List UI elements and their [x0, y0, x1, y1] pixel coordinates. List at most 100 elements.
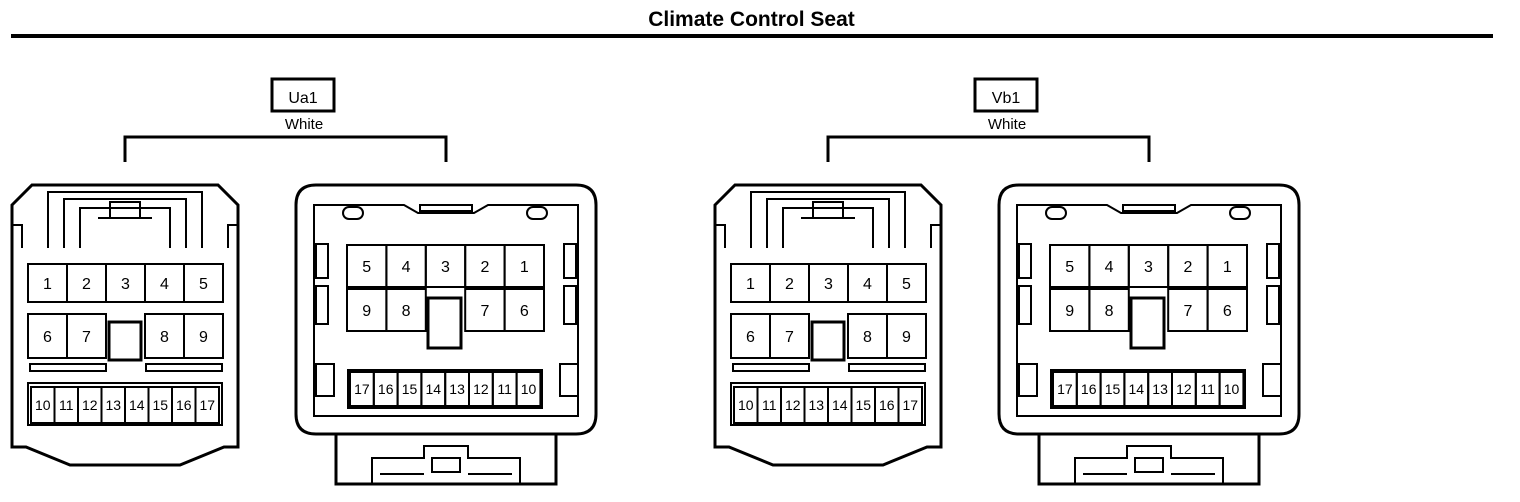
pin-label: 1	[43, 276, 52, 293]
male-housing	[10, 183, 240, 467]
pin-label: 1	[520, 259, 529, 276]
pin-label: 9	[362, 303, 371, 320]
pin-label: 12	[785, 397, 801, 413]
pin-label: 14	[129, 397, 145, 413]
key-slot	[426, 296, 463, 350]
pin-label: 6	[746, 329, 755, 346]
pin-cell	[385, 288, 427, 332]
pin-label: 11	[497, 381, 512, 397]
pin-label: 5	[902, 276, 911, 293]
connector-color: White	[285, 116, 323, 133]
pin-label: 5	[199, 276, 208, 293]
pin-cell	[503, 288, 546, 332]
bottom-latch-tab	[1134, 457, 1164, 473]
pin-label: 13	[1152, 381, 1168, 397]
latch-tab	[109, 201, 141, 219]
pin-label: 3	[441, 259, 450, 276]
pin-label: 1	[1223, 259, 1232, 276]
male-housing	[713, 183, 943, 467]
pin-label: 1	[746, 276, 755, 293]
latch-outline	[63, 198, 187, 248]
pin-label: 10	[35, 397, 51, 413]
pin-label: 8	[863, 329, 872, 346]
top-notch	[1122, 204, 1176, 212]
pin-label: 7	[1183, 303, 1192, 320]
female-housing	[997, 183, 1301, 436]
latch-tab	[812, 201, 844, 219]
bottom-latch	[1074, 445, 1224, 484]
pin-label: 6	[520, 303, 529, 320]
pin-label: 13	[449, 381, 465, 397]
side-notch	[315, 243, 329, 279]
connector-code: Vb1	[992, 90, 1021, 107]
pin-row-frame	[1050, 369, 1246, 409]
pin-cell	[1218, 371, 1245, 407]
bottom-latch	[371, 445, 521, 484]
pin-label: 3	[824, 276, 833, 293]
diagram-title: Climate Control Seat	[648, 8, 855, 31]
pin-label: 2	[1183, 259, 1192, 276]
mount-hole	[1229, 206, 1251, 220]
pin-label: 15	[1105, 381, 1121, 397]
pin-label: 12	[473, 381, 489, 397]
pin-cell	[886, 263, 927, 303]
connector-color: White	[988, 116, 1026, 133]
female-inner-frame	[313, 204, 579, 417]
pin-cell	[183, 313, 224, 359]
latch-outline	[766, 198, 890, 248]
pin-cell	[66, 313, 107, 359]
housing-detail	[12, 224, 23, 248]
pin-label: 13	[808, 397, 824, 413]
pin-label: 12	[82, 397, 98, 413]
pin-label: 17	[354, 381, 370, 397]
key-slot	[810, 320, 846, 362]
divider-bar	[29, 363, 107, 372]
pin-label: 17	[902, 397, 918, 413]
connector-code-box	[973, 77, 1039, 113]
housing-detail	[227, 224, 238, 248]
pin-label: 15	[402, 381, 418, 397]
side-notch	[1018, 243, 1032, 279]
pin-cell	[897, 386, 923, 424]
pin-label: 6	[1223, 303, 1232, 320]
pin-label: 17	[199, 397, 215, 413]
pin-label: 16	[879, 397, 895, 413]
bottom-latch-housing	[1037, 434, 1261, 486]
pin-label: 9	[199, 329, 208, 346]
side-notch	[315, 285, 329, 325]
side-notch	[1018, 285, 1032, 325]
pin-label: 8	[402, 303, 411, 320]
pin-label: 2	[785, 276, 794, 293]
pin-label: 15	[855, 397, 871, 413]
pin-row-frame	[347, 369, 543, 409]
pin-label: 11	[59, 397, 74, 413]
side-notch	[563, 285, 577, 325]
latch-outline	[47, 191, 203, 248]
pin-label: 4	[1105, 259, 1114, 276]
pin-label: 12	[1176, 381, 1192, 397]
side-notch	[1266, 285, 1280, 325]
pin-cell	[1088, 288, 1130, 332]
mount-hole	[1045, 206, 1067, 220]
side-notch	[1262, 363, 1282, 397]
side-notch	[315, 363, 335, 397]
pin-label: 11	[1200, 381, 1215, 397]
female-inner-frame	[1016, 204, 1282, 417]
side-notch	[559, 363, 579, 397]
pin-label: 5	[1065, 259, 1074, 276]
divider-bar	[848, 363, 926, 372]
side-notch	[563, 243, 577, 279]
pin-label: 4	[863, 276, 872, 293]
pin-cell	[886, 313, 927, 359]
pin-label: 16	[378, 381, 394, 397]
pin-row-frame	[27, 382, 223, 426]
connector-code-box	[270, 77, 336, 113]
latch-inner	[782, 207, 874, 248]
pin-row-frame	[730, 382, 926, 426]
pin-label: 3	[1144, 259, 1153, 276]
pin-label: 13	[105, 397, 121, 413]
pin-label: 8	[1105, 303, 1114, 320]
